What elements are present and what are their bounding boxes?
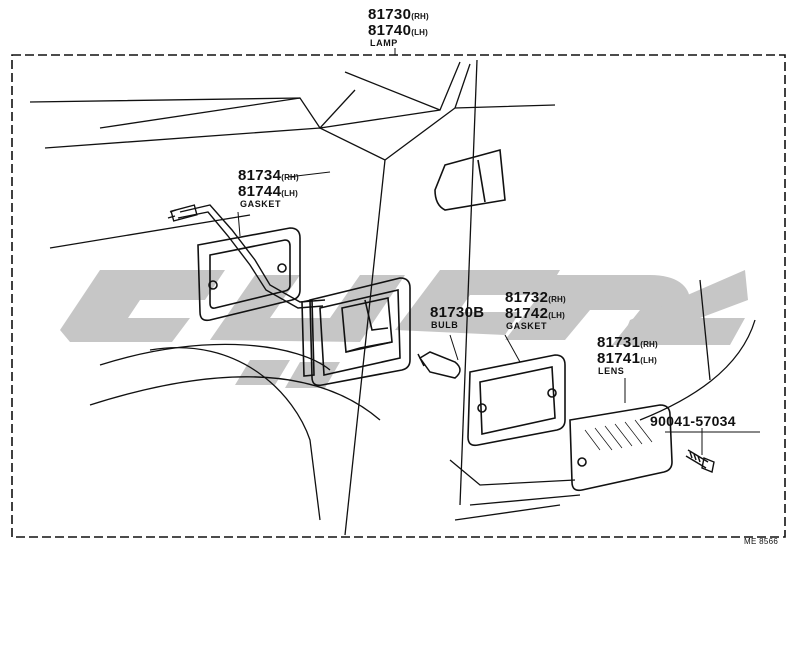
watermark-logo xyxy=(60,270,748,388)
lamp-housing xyxy=(301,277,411,387)
lens-suffix-rh: (RH) xyxy=(640,340,658,349)
front-gasket-suffix-lh: (LH) xyxy=(548,311,566,320)
leader-lines xyxy=(237,48,760,455)
front-gasket-callout: 81732(RH) 81742(LH) GASKET xyxy=(505,290,566,331)
screw-callout: 90041-57034 xyxy=(650,414,736,430)
lens-part-rh: 81731 xyxy=(597,334,641,351)
front-gasket xyxy=(467,354,566,447)
rear-gasket-suffix-lh: (LH) xyxy=(281,189,299,198)
lamp-name: LAMP xyxy=(370,38,398,48)
screw-part: 90041-57034 xyxy=(650,413,736,429)
rear-gasket-part-lh: 81744 xyxy=(238,183,282,200)
lamp-suffix-rh: (RH) xyxy=(411,12,429,21)
lamp-callout: 81730(RH) 81740(LH) LAMP xyxy=(368,7,429,48)
lens-part-lh: 81741 xyxy=(597,350,641,367)
lamp-suffix-lh: (LH) xyxy=(411,28,429,37)
lens-name: LENS xyxy=(598,366,625,376)
front-gasket-part-rh: 81732 xyxy=(505,289,549,306)
lens-callout: 81731(RH) 81741(LH) LENS xyxy=(597,335,658,376)
bulb xyxy=(417,351,461,379)
lens-suffix-lh: (LH) xyxy=(640,356,658,365)
bulb-callout: 81730B BULB xyxy=(430,305,484,330)
diagram-code: ME 8566 xyxy=(744,537,779,546)
rear-gasket-name: GASKET xyxy=(240,199,282,209)
front-gasket-suffix-rh: (RH) xyxy=(548,295,566,304)
lamp-part-lh: 81740 xyxy=(368,22,412,39)
door-handle xyxy=(434,148,506,211)
front-gasket-part-lh: 81742 xyxy=(505,305,549,322)
rear-gasket-callout: 81734(RH) 81744(LH) GASKET xyxy=(238,168,299,209)
lens xyxy=(569,404,673,492)
front-gasket-name: GASKET xyxy=(506,321,548,331)
bulb-part: 81730B xyxy=(430,304,485,321)
screw xyxy=(685,449,715,473)
rear-gasket-part-rh: 81734 xyxy=(238,167,282,184)
wiring-harness xyxy=(167,204,326,309)
rear-gasket xyxy=(197,227,301,322)
assembly-boundary xyxy=(11,54,786,538)
bulb-name: BULB xyxy=(431,320,459,330)
rear-gasket-suffix-rh: (RH) xyxy=(281,173,299,182)
lamp-part-rh: 81730 xyxy=(368,6,412,23)
